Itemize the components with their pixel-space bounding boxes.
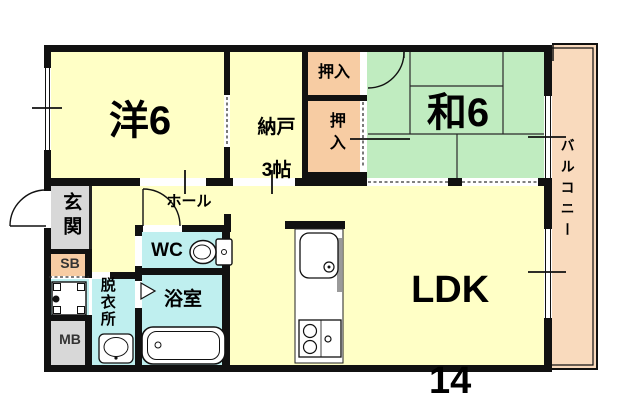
meter-box-floor xyxy=(51,321,89,365)
wall-hall-ldk-stub xyxy=(224,214,231,232)
ldk-label: LDK 14 xyxy=(365,222,493,411)
entrance-step-line xyxy=(89,186,92,249)
wall-bottom xyxy=(44,365,552,372)
hall-label: ホール xyxy=(166,193,212,210)
wall-western-storage-a xyxy=(224,52,230,95)
ldk-label-line1: LDK xyxy=(411,268,490,311)
wall-mb-top xyxy=(47,315,89,321)
shoe-box-floor xyxy=(51,253,89,276)
wall-entrance-bottom xyxy=(47,249,92,254)
meter-box-label: MB xyxy=(59,331,81,347)
wc-label: WC xyxy=(151,240,183,261)
wall-wet-right xyxy=(222,232,230,365)
wall-right-a xyxy=(544,45,552,96)
ldk-floor xyxy=(229,186,544,365)
window-ldk-balcony xyxy=(545,229,551,318)
wall-wc-top-a xyxy=(135,225,143,232)
window-western-left xyxy=(45,68,50,150)
shoe-box-label: SB xyxy=(60,255,80,271)
wall-storage-closet xyxy=(302,52,308,180)
wall-closet-bottom xyxy=(302,172,367,186)
western-room-floor xyxy=(51,52,224,178)
laundry-area-floor xyxy=(51,279,89,315)
ldk-label-line2: 14 xyxy=(428,359,472,402)
wall-wet-left-c xyxy=(135,308,142,365)
bathroom-label: 浴室 xyxy=(163,289,202,310)
wall-south-c xyxy=(295,178,310,186)
hall-floor-lower xyxy=(92,225,135,272)
wall-left-a xyxy=(44,45,51,68)
closet-upper-floor xyxy=(308,52,360,95)
wall-wc-bath-divider xyxy=(135,268,230,275)
wall-wc-top-b xyxy=(182,225,230,232)
window-japanese-balcony xyxy=(545,96,551,178)
japanese-room-label: 和6 xyxy=(426,91,490,135)
western-room-label: 洋6 xyxy=(108,99,172,143)
entrance-label: 玄関 xyxy=(60,192,82,240)
storage-room-floor xyxy=(230,52,302,178)
wall-hall-dressing xyxy=(110,272,140,279)
closet-upper-label: 押入 xyxy=(317,64,350,81)
wall-south-end xyxy=(538,178,544,186)
wall-left-c xyxy=(44,228,51,372)
dressing-room-label: 脱衣所 xyxy=(98,277,116,328)
wall-western-storage-b xyxy=(224,147,230,180)
wall-wet-left-a xyxy=(135,232,142,236)
wall-south-b xyxy=(206,178,233,186)
wall-right-b xyxy=(544,178,552,229)
wall-top xyxy=(44,45,552,52)
wall-south-stub xyxy=(448,178,462,186)
closet-lower-label: 押入 xyxy=(326,112,344,156)
wall-closet-divider xyxy=(302,95,367,101)
balcony-label: バルコニー xyxy=(559,138,576,243)
door-arc-entrance xyxy=(9,189,47,227)
closet-lower-floor xyxy=(308,101,360,172)
entrance-floor xyxy=(51,186,89,252)
storage-room-label: 納戸 3帖 xyxy=(230,96,302,202)
wall-left-b xyxy=(44,150,51,191)
wall-kitchen-stub xyxy=(285,221,345,229)
wall-right-c xyxy=(544,318,552,372)
wall-south-a xyxy=(44,178,140,186)
storage-room-label-line2: 3帖 xyxy=(261,159,292,181)
storage-room-label-line1: 納戸 xyxy=(257,117,296,139)
wall-mb-right xyxy=(85,315,92,372)
wall-shoebox-right xyxy=(85,249,92,278)
